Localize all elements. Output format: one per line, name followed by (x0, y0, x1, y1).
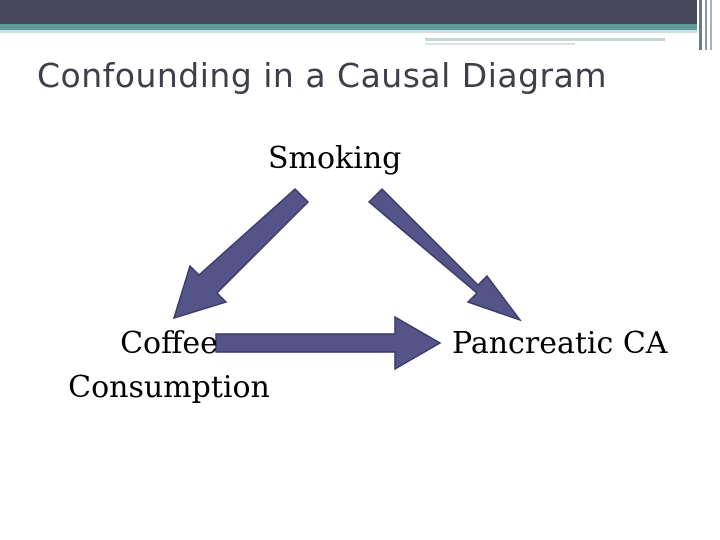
header-vertical-bar-3 (710, 0, 712, 50)
header-light-strip (0, 30, 720, 33)
header-dark-strip (0, 0, 720, 24)
node-coffee-consumption: Coffee Consumption (54, 322, 284, 410)
header-right-gap (697, 0, 720, 50)
node-coffee-line-1: Coffee (120, 326, 218, 361)
header-band (0, 0, 720, 50)
arrow-coffee-to-pancreatic (215, 315, 442, 371)
arrow-smoking-to-pancreatic (367, 187, 523, 322)
header-accent-line-2 (425, 43, 575, 45)
node-pancreatic-ca: Pancreatic CA (452, 326, 668, 361)
node-smoking: Smoking (268, 141, 402, 176)
arrow-smoking-to-coffee (172, 187, 310, 320)
node-coffee-line-2: Consumption (68, 370, 270, 405)
slide-title: Confounding in a Causal Diagram (37, 56, 607, 95)
header-accent-line (425, 38, 665, 41)
header-vertical-bar-1 (699, 0, 702, 50)
header-teal-strip (0, 24, 720, 30)
header-vertical-bar-2 (705, 0, 707, 50)
